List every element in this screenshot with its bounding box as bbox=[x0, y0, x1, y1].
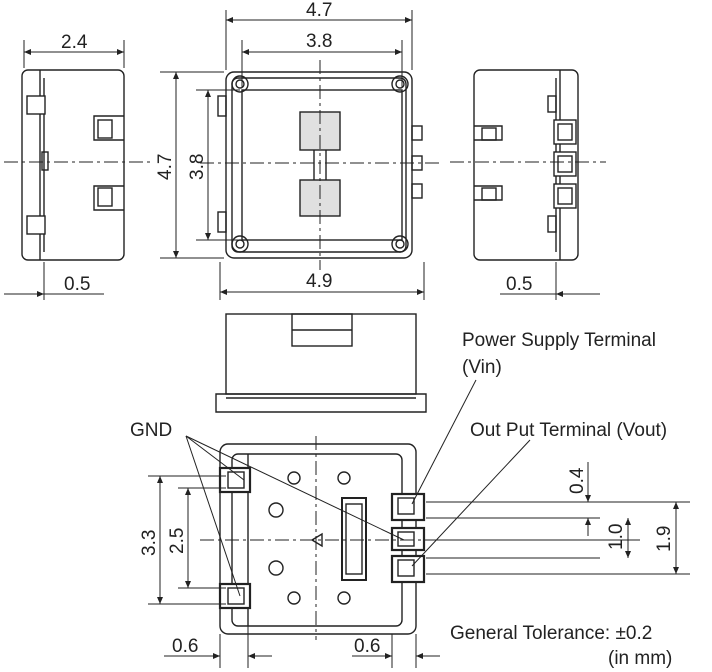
units-note: (in mm) bbox=[608, 648, 672, 669]
dim-gnd-span-outer: 3.3 bbox=[139, 530, 160, 556]
dim-top-outer-height: 4.7 bbox=[155, 154, 176, 180]
dim-pin-pitch-small: 0.4 bbox=[567, 467, 588, 494]
dim-top-inner-height: 3.8 bbox=[187, 154, 208, 180]
callout-power-supply: Power Supply Terminal bbox=[462, 330, 656, 351]
dim-top-outer-width: 4.7 bbox=[306, 0, 332, 21]
dim-side-left-width: 2.4 bbox=[61, 32, 88, 53]
right-side-view bbox=[450, 69, 606, 261]
bottom-view bbox=[200, 436, 440, 640]
dim-bottom-right-offset: 0.6 bbox=[354, 636, 380, 657]
general-tolerance-note: General Tolerance: ±0.2 bbox=[450, 623, 652, 644]
front-view bbox=[215, 313, 427, 413]
dim-pin-span-mid: 1.0 bbox=[606, 524, 627, 550]
callout-power-supply-vin: (Vin) bbox=[462, 357, 502, 378]
dim-gnd-span-inner: 2.5 bbox=[167, 528, 188, 554]
dim-side-left-offset: 0.5 bbox=[64, 274, 90, 295]
callout-output-terminal: Out Put Terminal (Vout) bbox=[470, 420, 667, 441]
top-view bbox=[200, 60, 440, 270]
dim-pin-span-large: 1.9 bbox=[654, 526, 675, 552]
dim-bottom-left-offset: 0.6 bbox=[172, 636, 198, 657]
dim-side-right-offset: 0.5 bbox=[506, 274, 532, 295]
dim-top-inner-width: 3.8 bbox=[306, 31, 332, 52]
callout-gnd: GND bbox=[130, 420, 172, 441]
left-side-view bbox=[4, 69, 150, 261]
dim-top-bottom-width: 4.9 bbox=[306, 271, 332, 292]
